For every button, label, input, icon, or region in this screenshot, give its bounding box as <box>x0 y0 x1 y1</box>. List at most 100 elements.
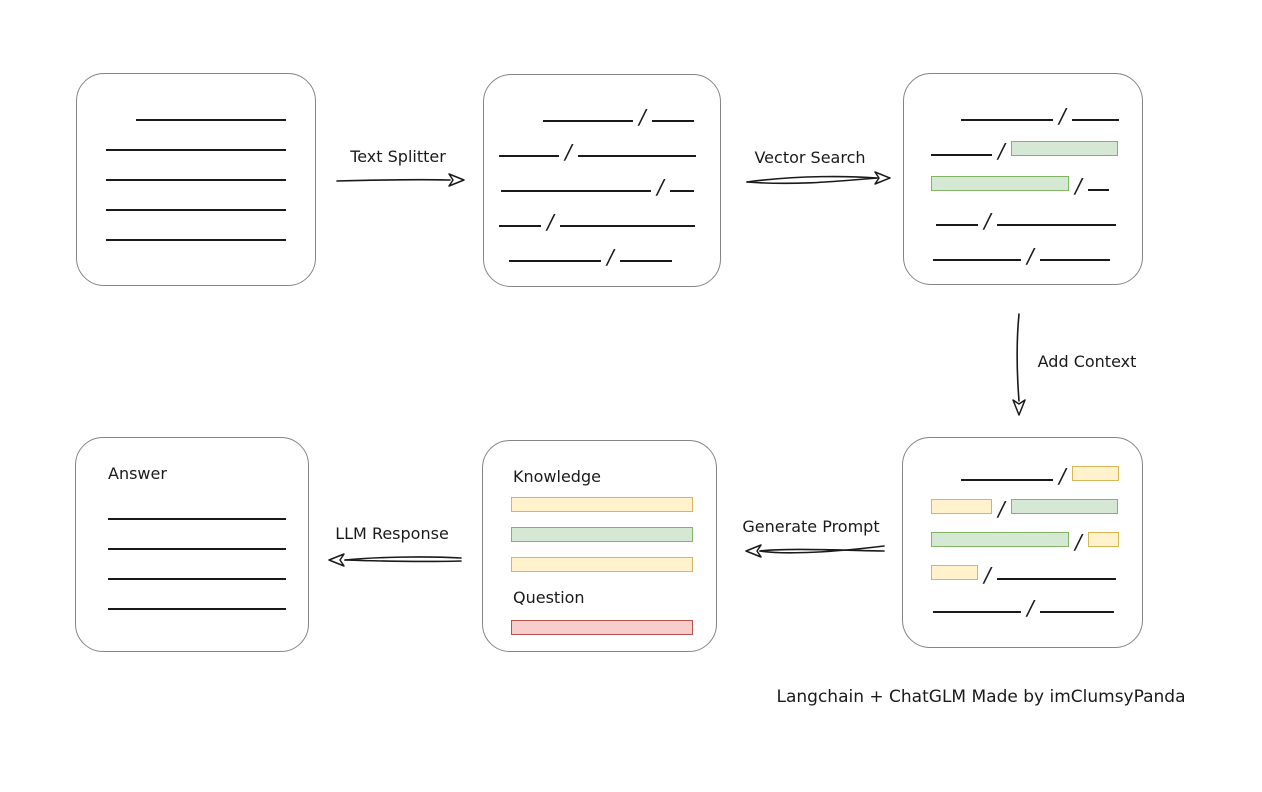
slash-separator: / <box>1027 596 1034 620</box>
knowledge-bars <box>511 497 716 587</box>
slash-separator: / <box>547 210 554 234</box>
add-context-label: Add Context <box>1037 352 1137 371</box>
chunk-row: / <box>904 156 1142 198</box>
chunk-row: / <box>484 157 720 199</box>
chunk-row: / <box>484 87 720 129</box>
text-line <box>136 119 286 121</box>
slash-separator: / <box>998 497 1005 521</box>
question-label: Question <box>513 588 585 607</box>
text-line <box>106 179 286 181</box>
text-line <box>996 224 1116 226</box>
text-line <box>996 578 1116 580</box>
chunk-row: / <box>904 226 1142 268</box>
chunk-row <box>511 497 716 527</box>
text-line <box>1039 611 1114 613</box>
slash-separator: / <box>1059 104 1066 128</box>
context-chunk-rows: / / / / / <box>903 438 1142 620</box>
slash-separator: / <box>639 105 646 129</box>
text-line <box>651 120 694 122</box>
text-line <box>108 578 286 580</box>
chunk-row <box>511 557 716 587</box>
text-line <box>501 190 651 192</box>
text-line <box>961 119 1053 121</box>
green-chunk <box>1010 499 1118 514</box>
slash-separator: / <box>1075 174 1082 198</box>
text-line <box>543 120 633 122</box>
red-chunk <box>511 620 693 635</box>
yellow-chunk <box>511 557 693 572</box>
context-chunks-box: / / / / / <box>902 437 1143 648</box>
text-line <box>106 149 286 151</box>
text-line <box>933 611 1021 613</box>
matched-chunk-rows: / / / / / <box>904 74 1142 268</box>
chunk-row: / <box>904 121 1142 163</box>
vector-search-arrow <box>746 171 891 185</box>
chunk-row: / <box>903 580 1142 620</box>
slash-separator: / <box>984 563 991 587</box>
text-line <box>106 239 286 241</box>
split-chunks-box: / / / / / <box>483 74 721 287</box>
answer-label: Answer <box>108 464 167 483</box>
chunk-row: / <box>903 514 1142 554</box>
slash-separator: / <box>998 139 1005 163</box>
green-chunk <box>1010 141 1118 156</box>
chunk-row <box>511 620 716 650</box>
answer-text-lines <box>76 485 308 610</box>
text-line <box>961 479 1053 481</box>
llm-response-arrow <box>328 553 462 567</box>
answer-box: Answer <box>75 437 309 652</box>
question-bars <box>511 620 716 650</box>
knowledge-label: Knowledge <box>513 467 601 486</box>
text-line <box>1071 119 1119 121</box>
source-document-box <box>76 73 316 286</box>
text-line <box>108 548 286 550</box>
generate-prompt-label: Generate Prompt <box>742 517 880 536</box>
matched-chunks-box: / / / / / <box>903 73 1143 285</box>
text-line <box>933 259 1021 261</box>
green-chunk <box>931 176 1069 191</box>
yellow-chunk <box>931 499 992 514</box>
text-splitter-label: Text Splitter <box>350 147 446 166</box>
llm-response-label: LLM Response <box>335 524 449 543</box>
slash-separator: / <box>657 175 664 199</box>
slash-separator: / <box>984 209 991 233</box>
text-line <box>1039 259 1110 261</box>
text-line <box>499 155 559 157</box>
document-text-lines <box>77 74 315 241</box>
chunk-row: / <box>903 547 1142 587</box>
chunk-row <box>511 527 716 557</box>
chunk-row: / <box>484 227 720 269</box>
slash-separator: / <box>565 140 572 164</box>
text-line <box>669 190 694 192</box>
text-line <box>108 518 286 520</box>
chunk-row: / <box>903 481 1142 521</box>
split-chunk-rows: / / / / / <box>484 75 720 269</box>
footer-credit: Langchain + ChatGLM Made by imClumsyPand… <box>776 687 1186 707</box>
chunk-row: / <box>904 191 1142 233</box>
generate-prompt-arrow <box>745 544 885 558</box>
text-splitter-arrow <box>336 173 465 187</box>
text-line <box>1087 189 1109 191</box>
text-line <box>931 154 992 156</box>
text-line <box>619 260 672 262</box>
text-line <box>559 225 695 227</box>
slash-separator: / <box>1075 530 1082 554</box>
add-context-arrow <box>1012 313 1026 416</box>
green-chunk <box>511 527 693 542</box>
chunk-row: / <box>484 122 720 164</box>
text-line <box>106 209 286 211</box>
chunk-row: / <box>904 86 1142 128</box>
text-line <box>499 225 541 227</box>
slash-separator: / <box>1059 464 1066 488</box>
slash-separator: / <box>1027 244 1034 268</box>
slash-separator: / <box>607 245 614 269</box>
vector-search-label: Vector Search <box>754 148 866 167</box>
chunk-row: / <box>484 192 720 234</box>
yellow-chunk <box>511 497 693 512</box>
text-line <box>108 608 286 610</box>
yellow-chunk <box>1087 532 1119 547</box>
text-line <box>577 155 696 157</box>
text-line <box>509 260 601 262</box>
green-chunk <box>931 532 1069 547</box>
